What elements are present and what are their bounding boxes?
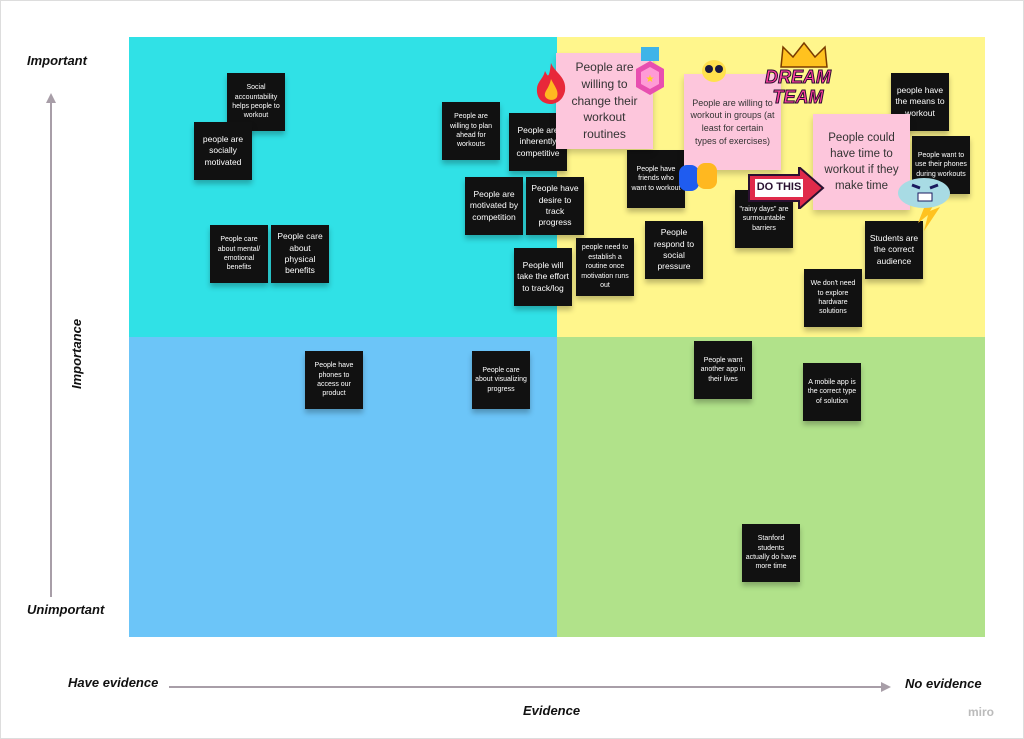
sticky-note[interactable]: Students are the correct audience bbox=[865, 221, 923, 279]
pink-sticky-note[interactable]: People are willing to workout in groups … bbox=[684, 74, 781, 170]
sticky-note[interactable]: People have desire to track progress bbox=[526, 177, 584, 235]
sticky-note[interactable]: people are socially motivated bbox=[194, 122, 252, 180]
do-this-label: DO THIS bbox=[756, 181, 802, 193]
x-axis-left-label: Have evidence bbox=[68, 675, 159, 690]
miro-watermark: miro bbox=[968, 705, 995, 719]
owl-icon bbox=[702, 60, 726, 82]
y-axis-top-label: Important bbox=[27, 53, 87, 68]
y-axis-arrow bbox=[46, 93, 56, 597]
medal-icon: ★ bbox=[636, 47, 664, 95]
y-axis-title: Importance bbox=[69, 318, 84, 389]
sticky-note[interactable]: People have phones to access our product bbox=[305, 351, 363, 409]
sticky-note[interactable]: People want another app in their lives bbox=[694, 341, 752, 399]
sticky-note[interactable]: people need to establish a routine once … bbox=[576, 238, 634, 296]
crown-icon bbox=[780, 41, 828, 68]
waving-hands-icon bbox=[679, 163, 717, 191]
y-axis-bottom-label: Unimportant bbox=[27, 602, 105, 617]
sticky-note[interactable]: A mobile app is the correct type of solu… bbox=[803, 363, 861, 421]
do-this-arrow-sticker bbox=[748, 167, 825, 209]
sticky-note[interactable]: Stanford students actually do have more … bbox=[742, 524, 800, 582]
sticky-note[interactable]: People are willing to plan ahead for wor… bbox=[442, 102, 500, 160]
sticky-note[interactable]: People are motivated by competition bbox=[465, 177, 523, 235]
sticky-note[interactable]: People care about visualizing progress bbox=[472, 351, 530, 409]
x-axis-right-label: No evidence bbox=[905, 676, 982, 691]
svg-text:★: ★ bbox=[646, 74, 655, 85]
angry-cloud-icon bbox=[898, 178, 950, 231]
x-axis-arrow bbox=[169, 682, 891, 692]
quadrant-unimportant-no-evidence bbox=[557, 337, 985, 637]
sticky-note[interactable]: People care about physical benefits bbox=[271, 225, 329, 283]
sticky-note[interactable]: People respond to social pressure bbox=[645, 221, 703, 279]
sticky-note[interactable]: People will take the effort to track/log bbox=[514, 248, 572, 306]
sticky-note[interactable]: Social accountability helps people to wo… bbox=[227, 73, 285, 131]
x-axis-title: Evidence bbox=[523, 703, 581, 718]
sticky-note[interactable]: People have friends who want to workout bbox=[627, 150, 685, 208]
sticky-note[interactable]: We don't need to explore hardware soluti… bbox=[804, 269, 862, 327]
pink-sticky-note[interactable]: People could have time to workout if the… bbox=[813, 114, 910, 210]
sticky-note[interactable]: People care about mental/ emotional bene… bbox=[210, 225, 268, 283]
pink-sticky-note[interactable]: People are willing to change their worko… bbox=[556, 53, 653, 149]
fire-icon bbox=[536, 63, 566, 104]
dream-team-sticker: DREAM TEAM bbox=[765, 67, 832, 108]
